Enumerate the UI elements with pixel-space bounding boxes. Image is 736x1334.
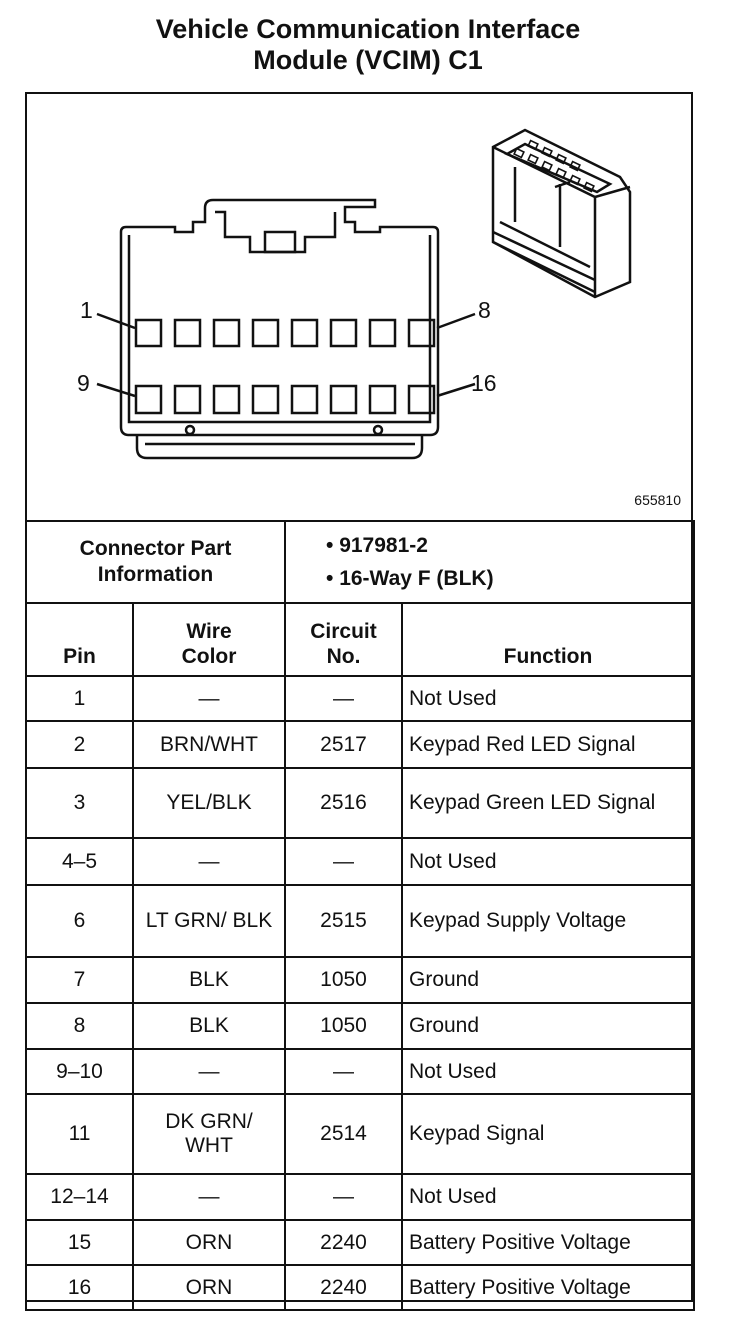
function-cell: Not Used [401, 1173, 695, 1221]
function-cell: Not Used [401, 1048, 695, 1095]
pinout-table: Connector Part Information 917981-2 16-W… [25, 520, 695, 1311]
pin-cell: 6 [25, 884, 134, 958]
wire-color-cell: LT GRN/ BLK [132, 884, 286, 958]
connector-type: 16-Way F (BLK) [326, 562, 687, 595]
wire-color-cell: — [132, 1173, 286, 1221]
pin-cell: 11 [25, 1093, 134, 1175]
pin-label-16: 16 [471, 370, 497, 396]
pin-cell: 3 [25, 767, 134, 839]
function-cell: Keypad Signal [401, 1093, 695, 1175]
circuit-cell: — [284, 675, 403, 722]
pin-cell: 7 [25, 956, 134, 1004]
function-cell: Keypad Green LED Signal [401, 767, 695, 839]
wire-color-cell: BLK [132, 956, 286, 1004]
connector-info-label: Connector Part Information [25, 520, 286, 604]
pin-cavities-top [134, 318, 436, 348]
circuit-cell: — [284, 1048, 403, 1095]
wire-color-cell: ORN [132, 1264, 286, 1311]
pin-cell: 8 [25, 1002, 134, 1050]
function-cell: Ground [401, 1002, 695, 1050]
pin-cell: 1 [25, 675, 134, 722]
circuit-cell: 2240 [284, 1219, 403, 1266]
circuit-cell: — [284, 837, 403, 886]
function-cell: Not Used [401, 837, 695, 886]
document-title: Vehicle Communication Interface Module (… [0, 14, 736, 76]
pin-cavities-bottom [134, 384, 436, 415]
wire-color-cell: YEL/BLK [132, 767, 286, 839]
pin-cell: 16 [25, 1264, 134, 1311]
table-row: 9–10——Not Used [25, 1048, 695, 1095]
header-function: Function [401, 602, 695, 677]
pin-cell: 15 [25, 1219, 134, 1266]
part-number: 917981-2 [326, 529, 687, 562]
wire-color-cell: BRN/WHT [132, 720, 286, 769]
pin-cell: 4–5 [25, 837, 134, 886]
wire-color-cell: DK GRN/ WHT [132, 1093, 286, 1175]
circuit-cell: 2516 [284, 767, 403, 839]
function-cell: Battery Positive Voltage [401, 1264, 695, 1311]
pin-cell: 2 [25, 720, 134, 769]
circuit-cell: — [284, 1173, 403, 1221]
function-cell: Battery Positive Voltage [401, 1219, 695, 1266]
circuit-cell: 2240 [284, 1264, 403, 1311]
pin-label-8: 8 [478, 297, 491, 323]
table-row: 1——Not Used [25, 675, 695, 722]
connector-info-row: Connector Part Information 917981-2 16-W… [25, 520, 695, 604]
circuit-cell: 1050 [284, 956, 403, 1004]
connector-diagram: 1 8 9 16 655810 [25, 92, 693, 520]
pin-cell: 9–10 [25, 1048, 134, 1095]
function-cell: Keypad Supply Voltage [401, 884, 695, 958]
circuit-cell: 1050 [284, 1002, 403, 1050]
table-row: 12–14——Not Used [25, 1173, 695, 1221]
connector-perspective-view [491, 128, 632, 299]
table-row: 4–5——Not Used [25, 837, 695, 886]
wire-color-cell: ORN [132, 1219, 286, 1266]
wire-color-cell: — [132, 1048, 286, 1095]
circuit-cell: 2517 [284, 720, 403, 769]
circuit-cell: 2515 [284, 884, 403, 958]
wire-color-cell: — [132, 675, 286, 722]
pin-label-9: 9 [77, 370, 90, 396]
circuit-cell: 2514 [284, 1093, 403, 1175]
function-cell: Ground [401, 956, 695, 1004]
figure-id: 655810 [634, 492, 681, 508]
wire-color-cell: BLK [132, 1002, 286, 1050]
wire-color-cell: — [132, 837, 286, 886]
connector-info-values: 917981-2 16-Way F (BLK) [284, 520, 695, 604]
function-cell: Not Used [401, 675, 695, 722]
function-cell: Keypad Red LED Signal [401, 720, 695, 769]
connector-face-drawing [96, 128, 632, 460]
pin-label-1: 1 [80, 297, 93, 323]
header-pin: Pin [25, 602, 134, 677]
title-line-1: Vehicle Communication Interface [155, 14, 581, 44]
pin-cell: 12–14 [25, 1173, 134, 1221]
title-line-2: Module (VCIM) C1 [253, 45, 483, 75]
